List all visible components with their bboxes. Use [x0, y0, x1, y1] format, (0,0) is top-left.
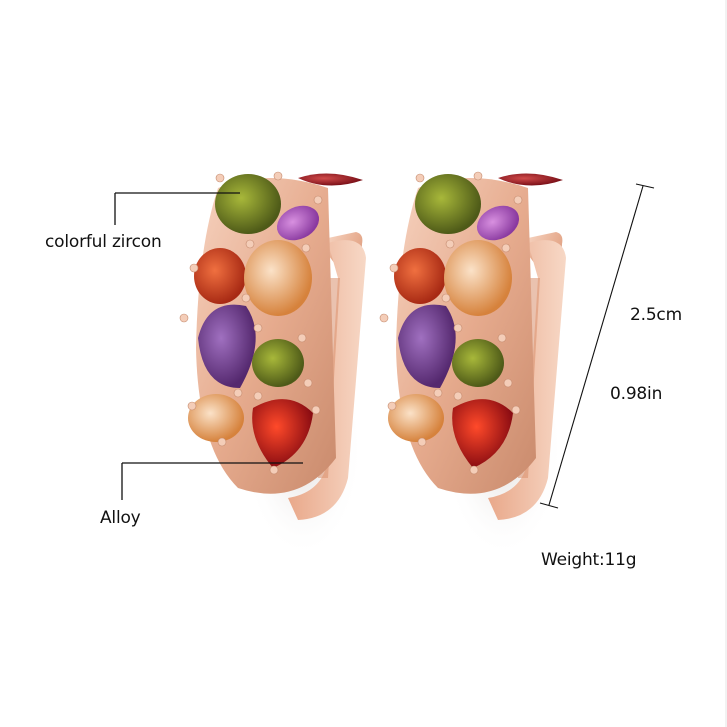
right-earring: [379, 171, 567, 559]
zircon-label: colorful zircon: [45, 232, 162, 252]
zircon-callout-line: [114, 192, 240, 225]
left-earring: [179, 171, 367, 559]
image-edge: [725, 0, 727, 727]
weight-label: Weight:11g: [541, 550, 637, 570]
height-in-label: 0.98in: [610, 384, 663, 404]
alloy-label: Alloy: [100, 508, 141, 528]
alloy-callout-line: [121, 462, 303, 500]
height-cm-label: 2.5cm: [630, 305, 682, 325]
height-dimension-line: [539, 183, 655, 509]
